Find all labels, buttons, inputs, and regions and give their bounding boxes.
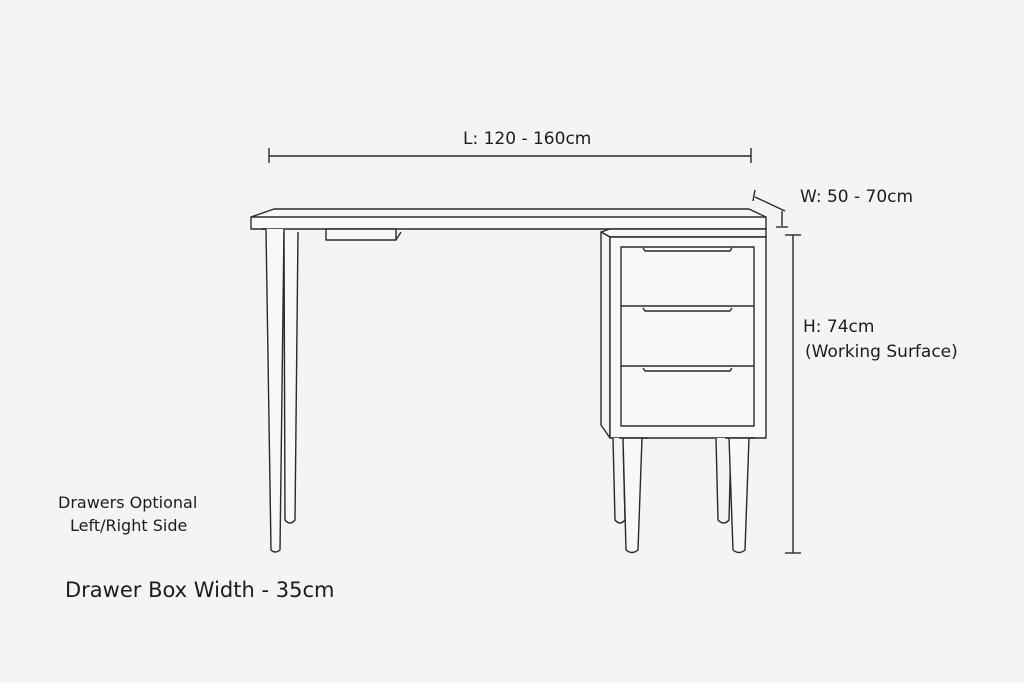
cabinet-legs [612, 437, 755, 554]
width-label: W: 50 - 70cm [800, 187, 914, 207]
height-dimension-line [785, 234, 801, 554]
under-rail [325, 228, 397, 241]
left-legs [262, 228, 299, 553]
drawer-cabinet [600, 228, 767, 439]
height-note: (Working Surface) [805, 342, 958, 362]
width-dimension-line [752, 189, 788, 228]
length-label: L: 120 - 160cm [463, 129, 592, 149]
height-label: H: 74cm [803, 317, 875, 337]
drawer-box-width-note: Drawer Box Width - 35cm [65, 578, 335, 602]
length-dimension-line [268, 148, 752, 163]
drawers-note-line2: Left/Right Side [70, 516, 188, 535]
drawers-note-line1: Drawers Optional [58, 493, 198, 512]
tabletop [250, 208, 767, 230]
